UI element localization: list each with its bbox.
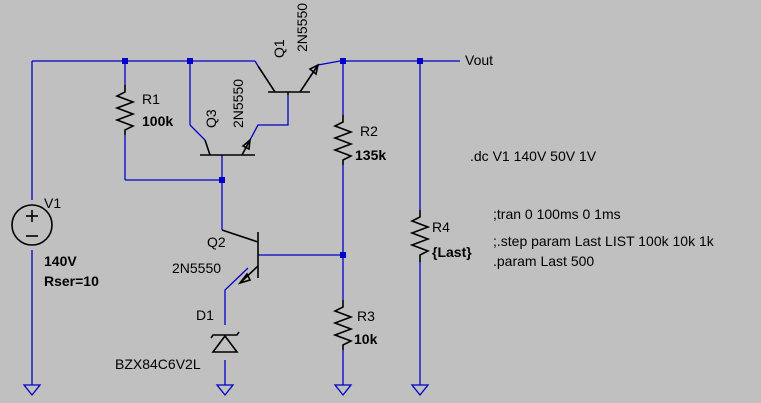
ground-symbols xyxy=(22,384,430,397)
q2-ref: Q2 xyxy=(207,234,226,250)
r2-value: 135k xyxy=(355,147,386,163)
r4-resistor[interactable] xyxy=(409,210,431,262)
q1-transistor[interactable] xyxy=(254,60,320,95)
v1-ref: V1 xyxy=(44,195,61,211)
q3-transistor[interactable] xyxy=(200,138,255,156)
param-directive[interactable]: .param Last 500 xyxy=(493,253,594,269)
step-directive[interactable]: ;.step param Last LIST 100k 10k 1k xyxy=(493,233,715,249)
vout-net-label: Vout xyxy=(465,52,493,68)
r2-resistor[interactable] xyxy=(332,115,354,165)
v1-voltage-source[interactable] xyxy=(11,204,53,246)
junctions xyxy=(122,58,423,258)
q1-model: 2N5550 xyxy=(294,3,310,52)
r2-ref: R2 xyxy=(360,123,378,139)
r4-value: {Last} xyxy=(432,244,472,260)
q2-transistor[interactable] xyxy=(221,229,259,285)
r1-ref: R1 xyxy=(142,91,160,107)
r3-ref: R3 xyxy=(357,308,375,324)
tran-directive[interactable]: ;tran 0 100ms 0 1ms xyxy=(493,206,621,222)
r1-resistor[interactable] xyxy=(114,85,136,135)
wires xyxy=(31,60,460,385)
d1-model: BZX84C6V2L xyxy=(115,356,201,372)
r3-resistor[interactable] xyxy=(332,300,354,350)
d1-zener-diode[interactable] xyxy=(210,331,240,353)
r1-value: 100k xyxy=(142,113,173,129)
v1-value: 140V xyxy=(44,253,77,269)
q1-ref: Q1 xyxy=(271,39,287,58)
v1-rser: Rser=10 xyxy=(44,273,99,289)
q3-ref: Q3 xyxy=(203,109,219,128)
q3-model: 2N5550 xyxy=(230,79,246,128)
d1-ref: D1 xyxy=(196,307,214,323)
r4-ref: R4 xyxy=(432,219,450,235)
r3-value: 10k xyxy=(354,331,378,347)
q2-model: 2N5550 xyxy=(172,260,221,276)
dc-directive[interactable]: .dc V1 140V 50V 1V xyxy=(470,148,597,164)
